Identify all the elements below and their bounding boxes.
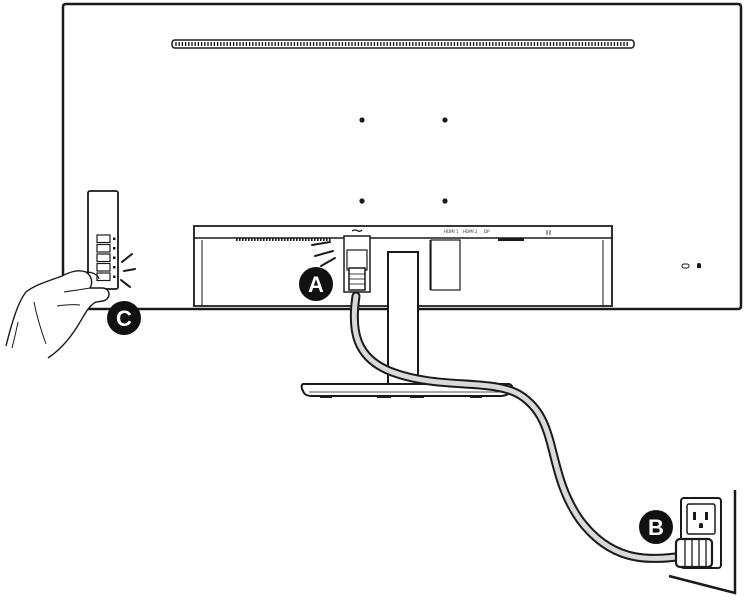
io-vent-dash [275, 238, 277, 241]
io-vent-dash [311, 238, 313, 241]
io-vent-dash [314, 238, 316, 241]
io-vent-dash [287, 238, 289, 241]
port-label-hdmi2: HDMI 2 [463, 229, 478, 234]
io-vent-dash [326, 238, 328, 241]
io-vent-dash [308, 238, 310, 241]
io-vent-dash [299, 238, 301, 241]
io-vent-dash [242, 238, 244, 241]
io-vent-dash [239, 238, 241, 241]
io-vent-dash [281, 238, 283, 241]
io-vent-dash [278, 238, 280, 241]
io-vent-dash [272, 238, 274, 241]
io-vent-dash [263, 238, 265, 241]
port-label-hdmi1: HDMI 1 [444, 229, 459, 234]
power-button-icon [96, 234, 111, 244]
button-symbol [113, 275, 116, 278]
io-vent-dash [236, 238, 238, 241]
io-vent-dash [248, 238, 250, 241]
power-cable [349, 291, 688, 564]
msi-dragon-logo-icon [351, 229, 363, 232]
io-vent-dashes [236, 238, 331, 241]
down-button [96, 262, 111, 272]
io-vent-dash [266, 238, 268, 241]
exit-button [96, 272, 111, 282]
power-connector [343, 235, 371, 293]
io-vent-dash [293, 238, 295, 241]
button-symbol [113, 237, 116, 240]
port-label-dp: DP [484, 229, 490, 234]
callout-c: C [107, 301, 141, 335]
port-well [430, 239, 461, 291]
vesa-hole [359, 117, 365, 123]
control-button-panel [87, 190, 119, 290]
io-vent-dash [245, 238, 247, 241]
callout-a: A [299, 267, 333, 301]
io-vent-dash [302, 238, 304, 241]
display-port-slot [498, 238, 524, 241]
io-vent-dash [251, 238, 253, 241]
wall-edge [668, 490, 737, 595]
motion-lines-a [311, 241, 336, 267]
motion-lines-c [120, 253, 136, 288]
hand-icon [5, 270, 110, 359]
menu-button [96, 243, 111, 253]
up-button [96, 253, 111, 263]
button-symbol [113, 247, 116, 250]
io-vent-dash [290, 238, 292, 241]
io-vent-dash [317, 238, 319, 241]
kensington-lock-icon [681, 263, 701, 269]
panel-buttons [96, 234, 116, 282]
callout-c-label: C [116, 306, 132, 331]
vent-slots [175, 42, 628, 46]
io-vent-dash [269, 238, 271, 241]
io-vent-dash [329, 238, 331, 241]
power-plug-icon [674, 537, 714, 569]
io-vent-dash [257, 238, 259, 241]
vesa-hole [359, 198, 365, 204]
io-vent-dash [323, 238, 325, 241]
vesa-hole [442, 117, 448, 123]
io-vent-dash [320, 238, 322, 241]
callout-b-label: B [648, 515, 664, 540]
callout-a-label: A [308, 272, 324, 297]
button-symbol [113, 256, 116, 259]
button-symbol [113, 266, 116, 269]
stand-neck [387, 251, 419, 387]
io-vent-dash [305, 238, 307, 241]
callout-b: B [639, 510, 673, 544]
io-vent-dash [260, 238, 262, 241]
io-vent-dash [254, 238, 256, 241]
io-vent-dash [284, 238, 286, 241]
vesa-hole [442, 198, 448, 204]
monitor-stand [300, 251, 514, 398]
io-vent-dash [296, 238, 298, 241]
